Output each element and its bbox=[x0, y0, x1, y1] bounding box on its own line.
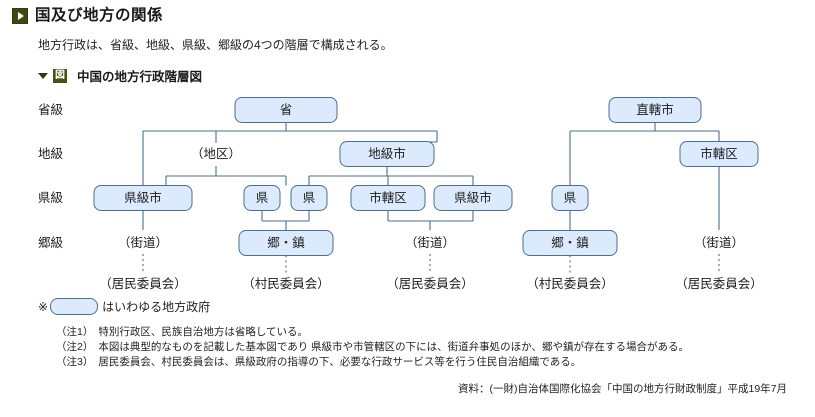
node-ken-2[interactable]: 県 bbox=[290, 185, 328, 211]
node-chokkatsushi[interactable]: 直轄市 bbox=[608, 97, 702, 123]
node-box[interactable] bbox=[238, 230, 334, 256]
node-label: 県 bbox=[303, 191, 316, 205]
node-kenkyuushi-2[interactable]: 県級市 bbox=[433, 185, 513, 211]
node-gaido-1-label: （街道） bbox=[118, 236, 168, 250]
node-box[interactable] bbox=[679, 141, 759, 167]
note-item: （注3） 居民委員会、村民委員会は、県級政府の指導の下、必要な行政サービス等を行… bbox=[56, 355, 689, 370]
node-box[interactable] bbox=[93, 185, 193, 211]
node-box[interactable] bbox=[290, 185, 328, 211]
note-item: （注1） 特別行政区、民族自治地方は省略している。 bbox=[56, 325, 689, 340]
node-gouchin-1[interactable]: 郷・鎮 bbox=[238, 230, 334, 256]
node-box[interactable] bbox=[522, 230, 618, 256]
node-box[interactable] bbox=[350, 185, 426, 211]
lead-paragraph: 地方行政は、省級、地級、県級、郷級の4つの階層で構成される。 bbox=[38, 38, 393, 52]
legend-text: はいわゆる地方政府 bbox=[102, 300, 211, 314]
node-box[interactable] bbox=[608, 97, 702, 123]
node-chiku-label: （地区） bbox=[191, 147, 241, 161]
note-text: 特別行政区、民族自治地方は省略している。 bbox=[98, 326, 309, 338]
node-box[interactable] bbox=[339, 141, 435, 167]
note-label: （注2） bbox=[56, 341, 94, 353]
source-credit: 資料：(一財)自治体国際化協会「中国の地方行財政制度」平成19年7月 bbox=[457, 383, 787, 395]
figure-caption[interactable]: 図 中国の地方行政階層図 bbox=[38, 66, 202, 85]
row-label-shoukyuu: 省級 bbox=[38, 103, 64, 117]
node-gaido-3-label: （街道） bbox=[694, 236, 744, 250]
node-shikatsuku-right[interactable]: 市轄区 bbox=[679, 141, 759, 167]
node-label: 郷・鎮 bbox=[551, 235, 589, 250]
node-label: 地級市 bbox=[368, 146, 406, 161]
note-item: （注2） 本図は典型的なものを記載した基本図であり 県級市や市管轄区の下には、街… bbox=[56, 340, 689, 355]
node-sonmin-1-label: （村民委員会） bbox=[242, 277, 330, 291]
legend-asterisk-icon: ※ bbox=[38, 299, 49, 314]
node-sonmin-2-label: （村民委員会） bbox=[526, 277, 614, 291]
node-chikyuushi[interactable]: 地級市 bbox=[339, 141, 435, 167]
node-gaido-2-label: （街道） bbox=[405, 236, 455, 250]
node-label: 県 bbox=[564, 191, 577, 205]
page-header: 国及び地方の関係 bbox=[0, 8, 815, 34]
note-label: （注1） bbox=[56, 326, 94, 338]
notes-list: （注1） 特別行政区、民族自治地方は省略している。 （注2） 本図は典型的なもの… bbox=[56, 325, 689, 370]
page-title: 国及び地方の関係 bbox=[35, 7, 164, 24]
node-label: 省 bbox=[280, 103, 293, 117]
node-label: 市轄区 bbox=[369, 190, 407, 205]
node-label: 県級市 bbox=[124, 190, 162, 205]
node-label: 直轄市 bbox=[636, 102, 674, 117]
legend-box-swatch-icon bbox=[50, 298, 99, 315]
node-label: 市轄区 bbox=[700, 146, 738, 161]
diagram-nodes: 省 直轄市 （地区） 地級市 市轄区 県級市 bbox=[93, 97, 763, 291]
note-label: （注3） bbox=[56, 356, 94, 368]
node-box[interactable] bbox=[551, 185, 589, 211]
diagram-svg: 省級 地級 県級 郷級 bbox=[38, 97, 763, 291]
figure-title: 中国の地方行政階層図 bbox=[77, 70, 203, 84]
node-shikatsuku-middle[interactable]: 市轄区 bbox=[350, 185, 426, 211]
node-box[interactable] bbox=[234, 97, 338, 123]
node-sheng[interactable]: 省 bbox=[234, 97, 338, 123]
node-kyomin-1-label: （居民委員会） bbox=[99, 277, 187, 291]
row-label-chikyuu: 地級 bbox=[38, 147, 64, 161]
node-box[interactable] bbox=[243, 185, 281, 211]
hierarchy-diagram: 省級 地級 県級 郷級 bbox=[0, 88, 815, 298]
node-kenkyuushi-1[interactable]: 県級市 bbox=[93, 185, 193, 211]
node-ken-3[interactable]: 県 bbox=[551, 185, 589, 211]
caret-down-icon[interactable] bbox=[38, 72, 48, 79]
node-label: 県 bbox=[256, 191, 269, 205]
node-ken-1[interactable]: 県 bbox=[243, 185, 281, 211]
node-label: 県級市 bbox=[454, 190, 492, 205]
node-gouchin-2[interactable]: 郷・鎮 bbox=[522, 230, 618, 256]
figure-badge-icon: 図 bbox=[53, 68, 67, 83]
note-text: 居民委員会、村民委員会は、県級政府の指導の下、必要な行政サービス等を行う住民自治… bbox=[98, 356, 582, 368]
legend: ※ はいわゆる地方政府 bbox=[38, 298, 210, 315]
play-triangle-icon bbox=[12, 8, 28, 24]
node-kyomin-2-label: （居民委員会） bbox=[386, 277, 474, 291]
node-box[interactable] bbox=[433, 185, 513, 211]
note-text: 本図は典型的なものを記載した基本図であり 県級市や市管轄区の下には、街道弁事処の… bbox=[98, 341, 689, 353]
node-kyomin-3-label: （居民委員会） bbox=[675, 277, 763, 291]
row-label-kenkyuu: 県級 bbox=[38, 191, 64, 205]
row-label-goukyuu: 郷級 bbox=[38, 236, 64, 250]
node-label: 郷・鎮 bbox=[267, 235, 305, 250]
